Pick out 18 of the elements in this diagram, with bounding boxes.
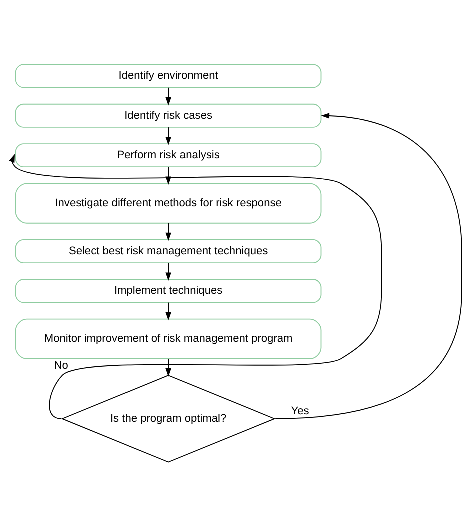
node-box: Identify risk cases: [15, 103, 322, 128]
node-box: Perform risk analysis: [15, 143, 322, 168]
node-box: Identify environment: [15, 64, 322, 88]
node-box: Investigate different methods for risk response: [15, 182, 322, 224]
arrow: [275, 112, 462, 419]
edge-label: No: [54, 359, 68, 372]
arrow: [166, 86, 172, 106]
arrow: [9, 154, 382, 419]
arrow: [166, 358, 172, 376]
arrow: [166, 222, 172, 241]
node-box: Implement techniques: [15, 278, 322, 303]
node-diamond: Is the program optimal?: [61, 374, 276, 462]
edge-label: Yes: [291, 405, 310, 418]
arrow: [166, 302, 172, 320]
arrow: [166, 126, 172, 145]
node-box: Monitor improvement of risk management program: [15, 318, 322, 359]
node-box: Select best risk management techniques: [15, 239, 322, 263]
arrow: [166, 262, 172, 281]
